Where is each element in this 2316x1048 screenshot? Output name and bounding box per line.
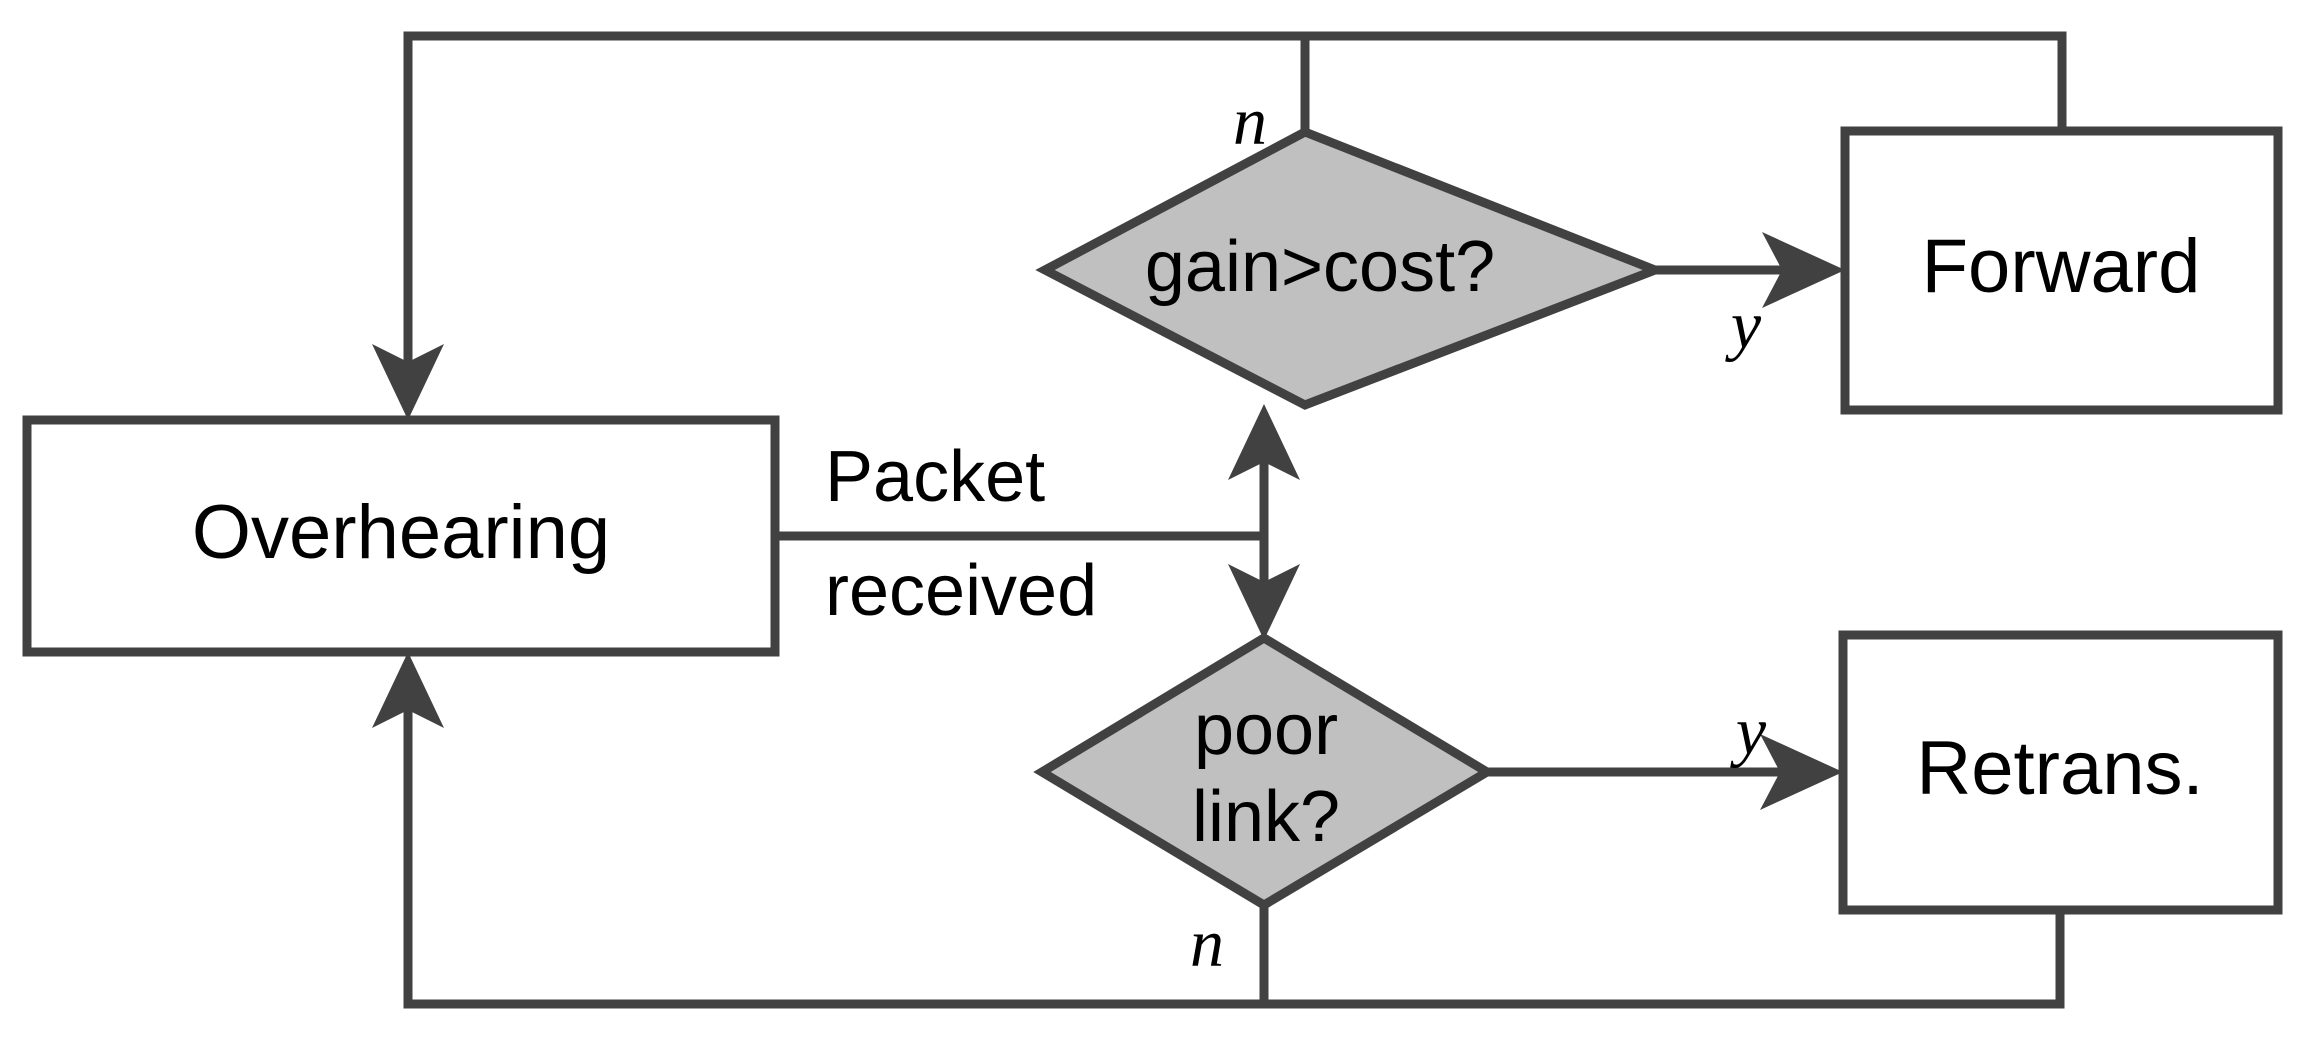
edge-label-gain-cost-no: n [1233, 83, 1267, 159]
edge-label-poor-link-yes: y [1730, 693, 1767, 769]
node-label-retrans: Retrans. [1916, 726, 2203, 811]
edge-label-packet-received-line2: received [825, 551, 1097, 631]
arrowhead-into-overhearing-top [372, 344, 444, 420]
node-gain-cost-diamond[interactable] [1035, 127, 1668, 410]
node-label-poor-link-line2: link? [1192, 777, 1340, 857]
connector-forward-to-overhearing [403, 31, 2067, 400]
arrowhead-into-retrans [1760, 734, 1843, 810]
edge-label-gain-cost-yes: y [1725, 287, 1762, 363]
node-label-overhearing: Overhearing [192, 490, 610, 575]
node-label-poor-link-line1: poor [1194, 690, 1338, 770]
arrowhead-into-gaincost [1228, 404, 1300, 480]
node-label-forward: Forward [1922, 224, 2201, 309]
node-overhearing-box[interactable] [22, 415, 780, 657]
arrowhead-into-poorlink [1228, 564, 1300, 640]
node-retrans-box[interactable] [1838, 630, 2283, 915]
node-poor-link-diamond[interactable] [1033, 632, 1496, 911]
arrowhead-into-overhearing-bottom [372, 652, 444, 728]
node-forward-box[interactable] [1840, 126, 2283, 415]
node-label-gain-cost: gain>cost? [1145, 227, 1495, 307]
edge-label-poor-link-no: n [1190, 905, 1224, 981]
arrowhead-into-forward [1762, 232, 1845, 308]
edge-label-packet-received-line1: Packet [825, 437, 1045, 517]
connector-retrans-to-overhearing [403, 672, 2065, 1009]
